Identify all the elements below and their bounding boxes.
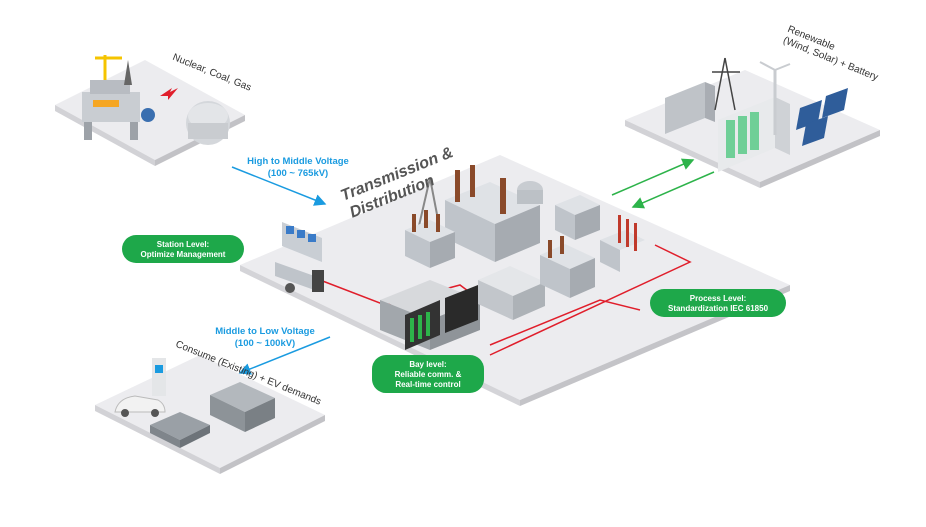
consumption-illustration: [95, 355, 325, 474]
voltage-high-to-middle-line1: High to Middle Voltage: [247, 156, 349, 167]
bay-level-title: Bay level:: [409, 360, 447, 369]
voltage-high-to-middle: High to Middle Voltage (100 ~ 765kV): [234, 156, 362, 180]
bay-cabinet-illustration: [380, 280, 480, 350]
station-level-badge: Station Level: Optimize Management: [122, 235, 244, 263]
voltage-middle-to-low: Middle to Low Voltage (100 ~ 100kV): [206, 326, 324, 350]
arrow-middle-to-low: [238, 336, 331, 375]
process-level-badge: Process Level: Standardization IEC 61850: [650, 289, 786, 317]
arrow-from-renewable: [631, 171, 715, 209]
bay-level-badge: Bay level: Reliable comm. & Real-time co…: [372, 355, 484, 393]
process-level-title: Process Level:: [689, 294, 747, 303]
generation-plant-illustration: [55, 55, 245, 166]
renewable-illustration: [625, 57, 880, 188]
voltage-high-to-middle-line2: (100 ~ 765kV): [267, 168, 329, 179]
station-level-desc: Optimize Management: [140, 250, 226, 259]
arrow-high-to-middle: [231, 166, 327, 206]
arrow-to-renewable: [611, 158, 695, 196]
voltage-middle-to-low-line1: Middle to Low Voltage: [215, 326, 315, 337]
voltage-middle-to-low-line2: (100 ~ 100kV): [234, 338, 296, 349]
station-console-illustration: [275, 222, 324, 293]
station-level-title: Station Level:: [156, 240, 210, 249]
bay-level-desc2: Real-time control: [395, 380, 461, 389]
substation-equipment-illustration: [405, 165, 645, 320]
bay-level-desc1: Reliable comm. &: [394, 370, 462, 379]
process-level-desc: Standardization IEC 61850: [667, 304, 769, 313]
